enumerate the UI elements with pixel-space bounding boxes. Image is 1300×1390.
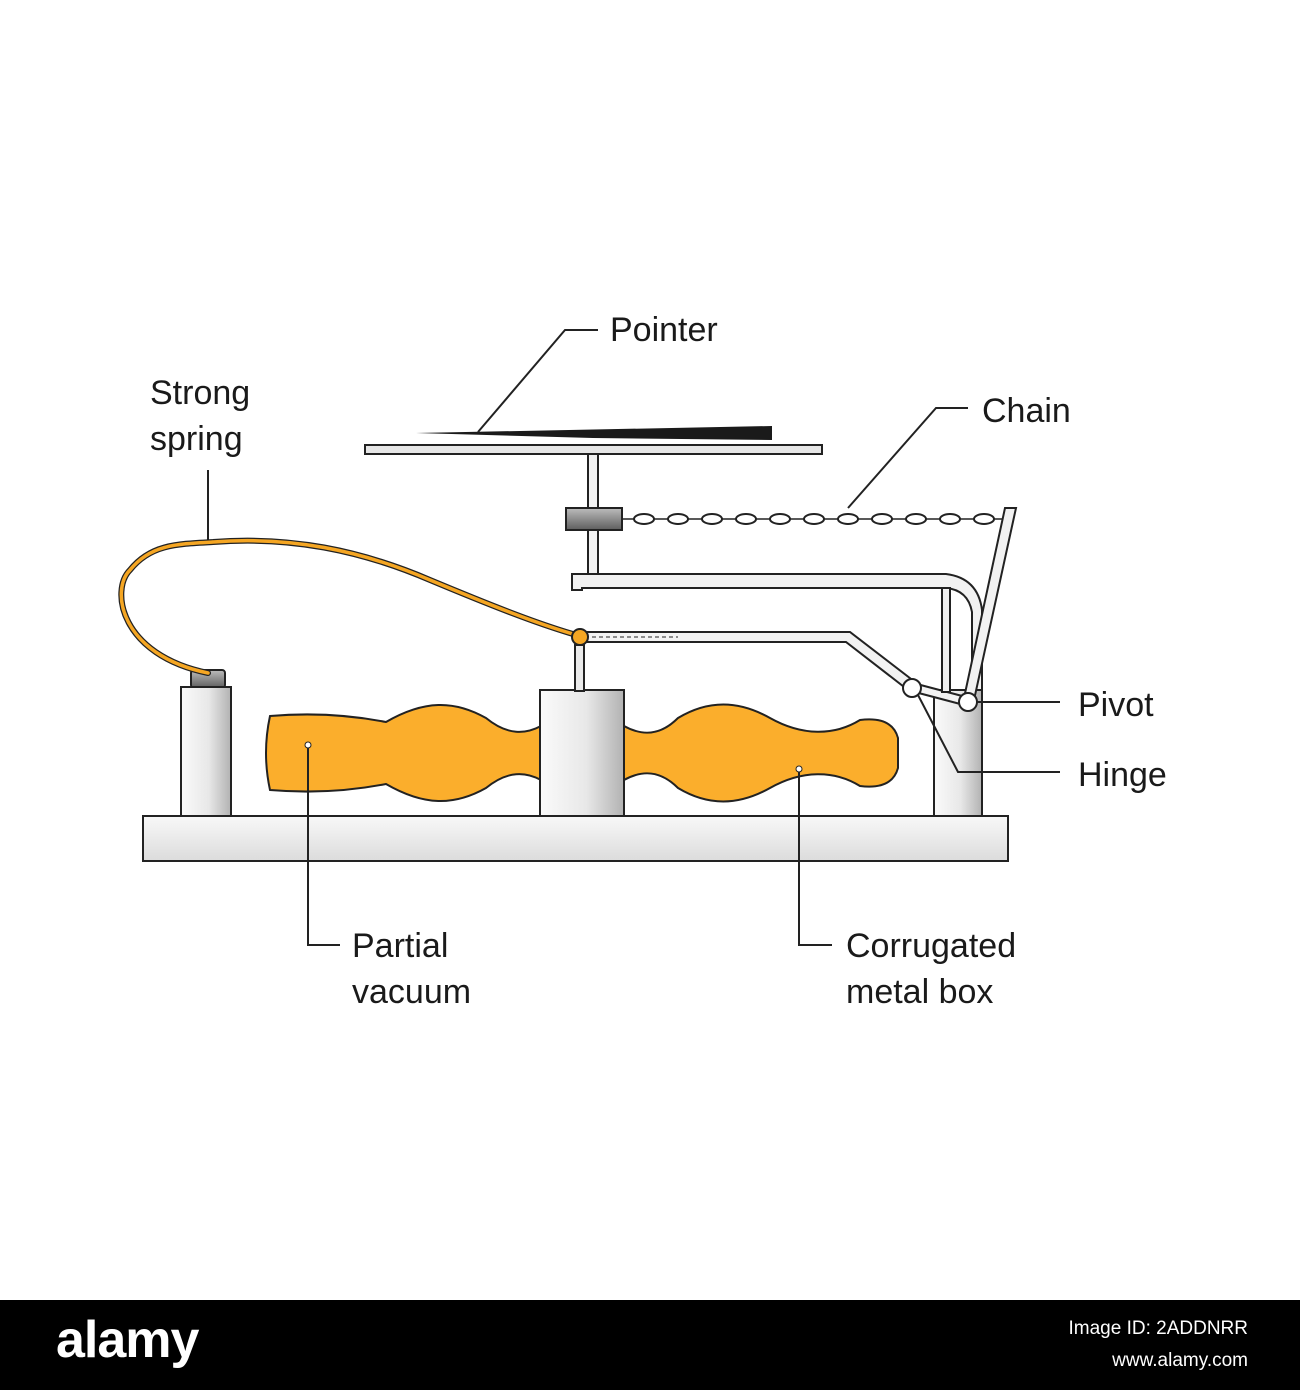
hinge-leader bbox=[917, 694, 1060, 773]
left-post bbox=[180, 686, 232, 817]
pointer-leader bbox=[477, 329, 598, 433]
barometer-diagram: Pointer Strong spring Chain Pivot Hinge … bbox=[118, 311, 1167, 1011]
pointer-needle bbox=[416, 426, 772, 440]
chain bbox=[622, 513, 1002, 525]
label-hinge: Hinge bbox=[1078, 756, 1167, 794]
label-pointer: Pointer bbox=[610, 311, 718, 349]
box-leader bbox=[798, 772, 832, 946]
dial-plate bbox=[364, 444, 823, 455]
center-post bbox=[539, 689, 625, 817]
brand-logo: alamy bbox=[56, 1311, 199, 1369]
label-vacuum: vacuum bbox=[352, 973, 471, 1011]
base-plate bbox=[142, 815, 1009, 862]
label-spring: spring bbox=[150, 420, 243, 458]
label-strong: Strong bbox=[150, 374, 250, 412]
strong-spring bbox=[118, 537, 583, 676]
watermark-footer: alamy Image ID: 2ADDNRR www.alamy.com bbox=[0, 1300, 1300, 1390]
label-pivot: Pivot bbox=[1078, 686, 1154, 724]
site-url: www.alamy.com bbox=[1112, 1350, 1248, 1371]
pivot bbox=[958, 692, 978, 712]
vacuum-leader bbox=[307, 745, 340, 946]
chain-leader bbox=[847, 407, 968, 509]
spring-joint bbox=[571, 628, 589, 646]
label-corrugated: Corrugated bbox=[846, 927, 1016, 965]
connecting-rod bbox=[574, 644, 585, 692]
label-partial: Partial bbox=[352, 927, 448, 965]
lever-arm bbox=[585, 631, 917, 692]
pivot-post bbox=[933, 689, 983, 817]
hinge bbox=[902, 678, 922, 698]
chain-drum bbox=[565, 507, 623, 531]
label-metal-box: metal box bbox=[846, 973, 993, 1011]
image-id: Image ID: 2ADDNRR bbox=[1068, 1318, 1249, 1339]
label-chain: Chain bbox=[982, 392, 1071, 430]
